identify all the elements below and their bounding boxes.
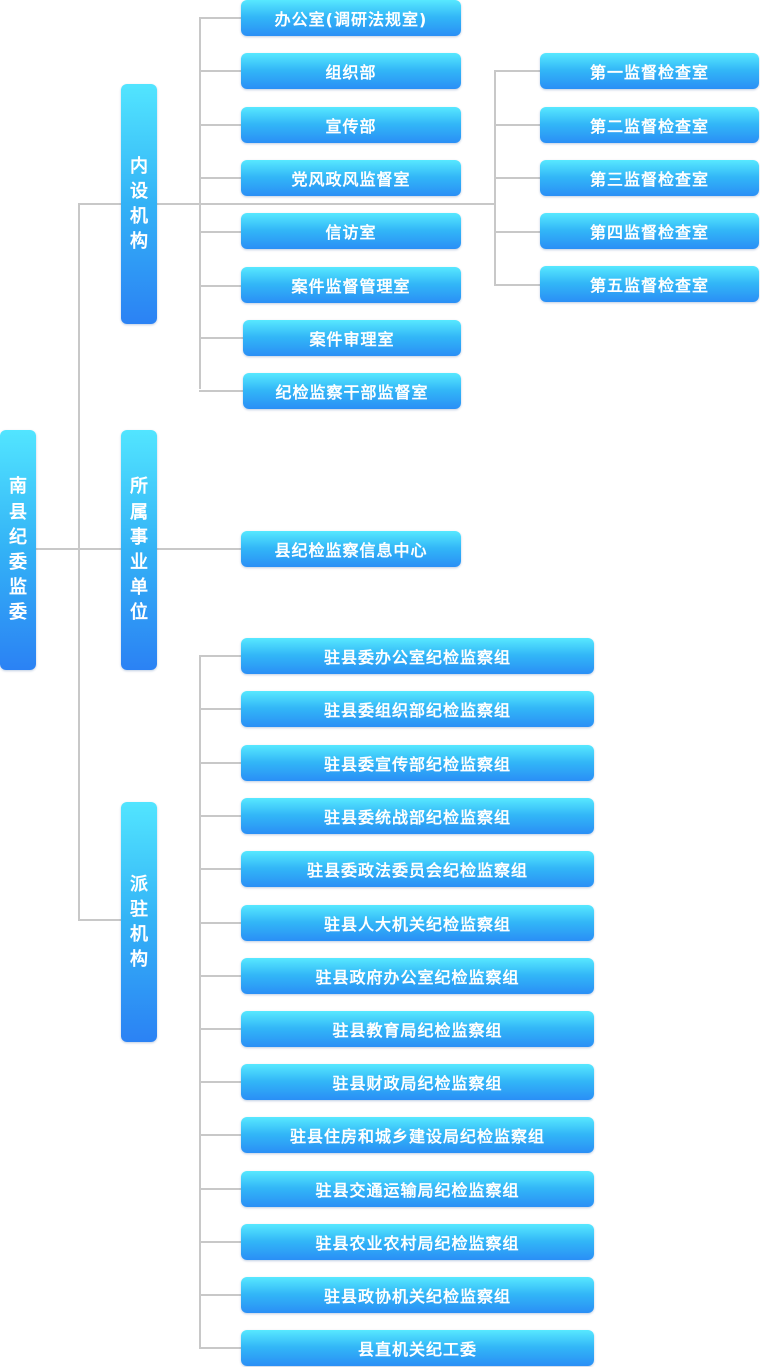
category-internal-departments: 内设机构 [121,84,157,324]
supervision-office-node: 第二监督检查室 [540,107,759,143]
dispatched-group-node: 驻县教育局纪检监察组 [241,1011,594,1047]
connector-line [199,390,243,392]
connector-line [199,655,201,1349]
connector-line [78,548,122,550]
internal-dept-node: 办公室(调研法规室) [241,0,461,36]
connector-line [199,285,241,287]
internal-dept-node: 信访室 [241,213,461,249]
dispatched-group-node: 驻县人大机关纪检监察组 [241,905,594,941]
connector-line [199,17,241,19]
root-node: 南县纪委监委 [0,430,36,670]
internal-dept-node: 案件审理室 [243,320,461,356]
supervision-office-node: 第五监督检查室 [540,266,759,302]
connector-line [494,284,540,286]
dispatched-group-node: 驻县政府办公室纪检监察组 [241,958,594,994]
dispatched-group-node: 驻县住房和城乡建设局纪检监察组 [241,1117,594,1153]
connector-line [199,762,241,764]
dispatched-group-node: 驻县委办公室纪检监察组 [241,638,594,674]
connector-line [494,231,540,233]
connector-line [199,922,241,924]
connector-line [156,203,496,205]
internal-dept-node: 组织部 [241,53,461,89]
connector-line [199,177,241,179]
dispatched-group-node: 驻县委组织部纪检监察组 [241,691,594,727]
connector-line [199,655,241,657]
connector-line [199,1294,241,1296]
internal-dept-node: 案件监督管理室 [241,267,461,303]
connector-line [199,1081,241,1083]
internal-dept-node: 宣传部 [241,107,461,143]
category-label: 所属事业单位 [130,476,148,624]
category-affiliated-units: 所属事业单位 [121,430,157,670]
supervision-office-node: 第一监督检查室 [540,53,759,89]
connector-line [199,124,241,126]
connector-line [156,548,242,550]
root-node-label: 南县纪委监委 [9,476,27,624]
category-label: 内设机构 [130,155,148,253]
connector-line [78,919,122,921]
connector-line [199,70,241,72]
dispatched-group-node: 驻县委统战部纪检监察组 [241,798,594,834]
connector-line [199,975,241,977]
connector-line [199,1347,241,1349]
affiliated-unit-node: 县纪检监察信息中心 [241,531,461,567]
connector-line [199,708,241,710]
category-dispatched-agencies: 派驻机构 [121,802,157,1042]
internal-dept-node: 党风政风监督室 [241,160,461,196]
connector-line [199,1028,241,1030]
connector-line [78,203,80,921]
supervision-office-node: 第四监督检查室 [540,213,759,249]
connector-line [199,1188,241,1190]
supervision-office-node: 第三监督检查室 [540,160,759,196]
connector-line [494,124,540,126]
connector-line [199,868,241,870]
connector-line [199,231,241,233]
internal-dept-node: 纪检监察干部监督室 [243,373,461,409]
dispatched-group-node: 驻县农业农村局纪检监察组 [241,1224,594,1260]
connector-line [494,177,540,179]
connector-line [78,203,122,205]
dispatched-group-node: 驻县交通运输局纪检监察组 [241,1171,594,1207]
dispatched-group-node: 县直机关纪工委 [241,1330,594,1366]
connector-line [199,815,241,817]
category-label: 派驻机构 [130,873,148,971]
connector-line [199,1241,241,1243]
connector-line [494,70,540,72]
dispatched-group-node: 驻县财政局纪检监察组 [241,1064,594,1100]
dispatched-group-node: 驻县委政法委员会纪检监察组 [241,851,594,887]
dispatched-group-node: 驻县政协机关纪检监察组 [241,1277,594,1313]
dispatched-group-node: 驻县委宣传部纪检监察组 [241,745,594,781]
connector-line [199,17,201,389]
connector-line [199,337,243,339]
connector-line [199,1134,241,1136]
connector-line [36,548,80,550]
